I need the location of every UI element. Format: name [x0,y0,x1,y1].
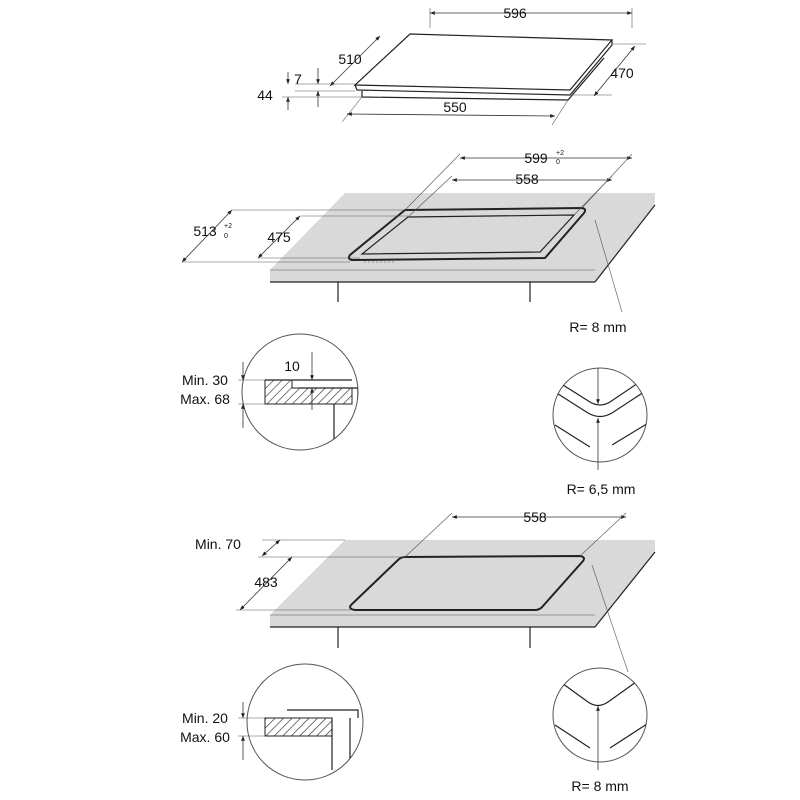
flush-radius-outer-label: R= 8 mm [569,319,626,335]
flush-radius-detail: R= 6,5 mm [552,367,648,497]
standard-worktop-detail: Min. 20 Max. 60 [180,663,364,781]
standard-cutout [349,554,585,611]
flush-inner-depth-label: 475 [267,229,291,245]
standard-worktop-max-label: Max. 60 [180,729,230,745]
flush-cutout-inner [360,214,576,255]
flush-cut-depth-label: 513 [193,223,217,239]
standard-radius-detail: R= 8 mm [552,667,648,794]
hob-body-depth-label: 470 [610,65,634,81]
standard-cut-depth-label: 483 [254,574,278,590]
hob-width-label: 596 [503,5,527,21]
standard-min-distance-label: Min. 70 [195,536,241,552]
hob-body [361,57,605,101]
worktop-standard-front [270,615,595,627]
standard-cut-width-label: 558 [523,509,547,525]
flush-radius-inner-label: R= 6,5 mm [567,481,636,497]
standard-worktop-min-label: Min. 20 [182,710,228,726]
flush-inner-width-label: 558 [515,171,539,187]
flush-cut-width-tol-bottom: 0 [556,159,560,166]
hob-depth-label: 510 [338,51,362,67]
hob-drawing: 596 510 7 44 470 550 [257,5,646,126]
standard-radius-label: R= 8 mm [571,778,628,794]
worktop-flush-front [270,270,595,282]
flush-worktop-max-label: Max. 68 [180,391,230,407]
standard-install-drawing: 558 Min. 70 483 [195,509,656,673]
worktop-standard [270,540,655,615]
flush-detail-step-label: 10 [284,358,300,374]
flush-cut-depth-tol-top: +2 [224,223,232,230]
flush-worktop-min-label: Min. 30 [182,372,228,388]
hob-body-width-label: 550 [443,99,467,115]
flush-cut-depth-tol-bottom: 0 [224,233,228,240]
hob-thickness-label: 7 [294,71,302,87]
hob-glass-top [353,33,614,91]
flush-cut-width-tol-top: +2 [556,150,564,157]
flush-cut-width-label: 599 [524,150,548,166]
hob-height-label: 44 [257,87,273,103]
flush-install-drawing: 599 +2 0 558 513 +2 0 475 R= 8 mm [181,150,656,335]
flush-worktop-detail: 10 Min. 30 Max. 68 [180,333,359,451]
flush-cutout-outer [347,206,587,262]
